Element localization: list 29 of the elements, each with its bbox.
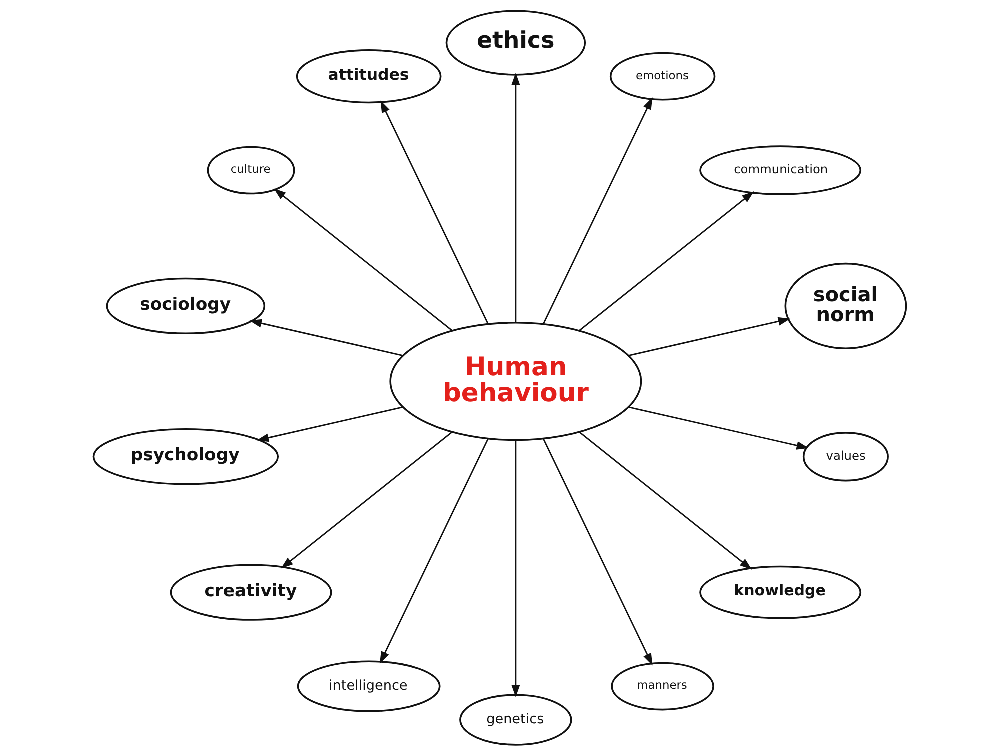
arrow [579, 192, 754, 332]
node-ellipse: intelligence [297, 660, 441, 712]
node-ellipse: creativity [170, 564, 332, 621]
node-ellipse: emotions [610, 52, 716, 101]
node-ellipse: attitudes [296, 50, 442, 104]
arrow [542, 438, 653, 666]
node-ellipse: communication [700, 146, 862, 196]
node-ellipse: ethics [446, 10, 586, 76]
arrow [274, 188, 453, 332]
arrow [512, 72, 520, 323]
node-ellipse: Human behaviour [390, 322, 642, 442]
arrow [256, 406, 404, 442]
node-ellipse: manners [611, 662, 714, 711]
arrow [512, 440, 520, 698]
node-ellipse: genetics [460, 694, 572, 746]
arrow [380, 438, 489, 664]
arrow [542, 98, 653, 324]
node-ellipse: psychology [92, 428, 280, 486]
node-ellipse: values [802, 432, 889, 482]
node-ellipse: sociology [106, 278, 266, 335]
arrow [628, 317, 791, 356]
arrow [628, 406, 809, 450]
node-ellipse: culture [207, 146, 296, 195]
arrow [579, 432, 752, 570]
node-ellipse: social norm [784, 262, 908, 350]
arrow [250, 319, 404, 356]
node-ellipse: knowledge [700, 566, 862, 620]
arrow [380, 100, 489, 324]
arrow [281, 432, 453, 569]
